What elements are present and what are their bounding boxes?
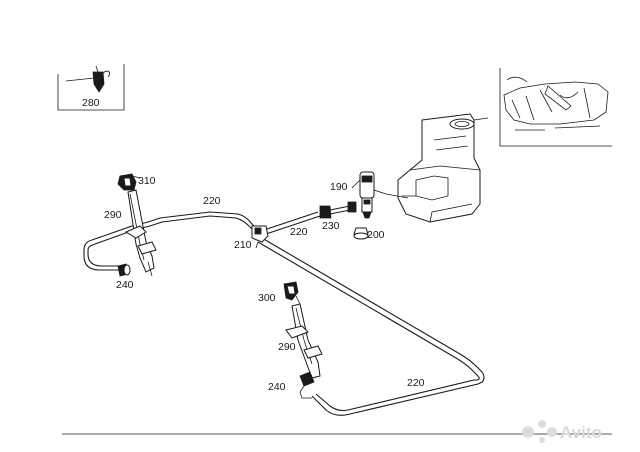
label-220-bottom: 220 (407, 377, 425, 389)
label-200: 200 (367, 229, 385, 241)
label-190: 190 (330, 181, 348, 193)
washer-pump-190 (319, 171, 409, 240)
inset-box-clip: 280 (57, 64, 125, 111)
hose-lines (83, 205, 485, 416)
label-310: 310 (138, 175, 156, 187)
inset-box-location (499, 68, 612, 147)
washer-reservoir (397, 113, 489, 223)
watermark: Avito (522, 420, 602, 443)
label-240-left: 240 (116, 279, 134, 291)
label-280: 280 (82, 97, 100, 109)
nozzle-assembly-left (117, 173, 157, 277)
nozzle-assembly-right (283, 281, 323, 399)
label-230: 230 (322, 220, 340, 232)
t-connector-210 (251, 225, 269, 249)
watermark-text: Avito (560, 423, 602, 442)
watermark-logo-icon (522, 420, 557, 443)
label-240-right: 240 (268, 381, 286, 393)
label-290-right: 290 (278, 341, 296, 353)
part-labels: 310 220 290 210 220 240 190 230 200 300 … (104, 175, 425, 393)
label-290-left: 290 (104, 209, 122, 221)
label-300: 300 (258, 292, 276, 304)
label-210: 210 (234, 239, 252, 251)
label-220-mid: 220 (290, 226, 308, 238)
label-220-top: 220 (203, 195, 221, 207)
